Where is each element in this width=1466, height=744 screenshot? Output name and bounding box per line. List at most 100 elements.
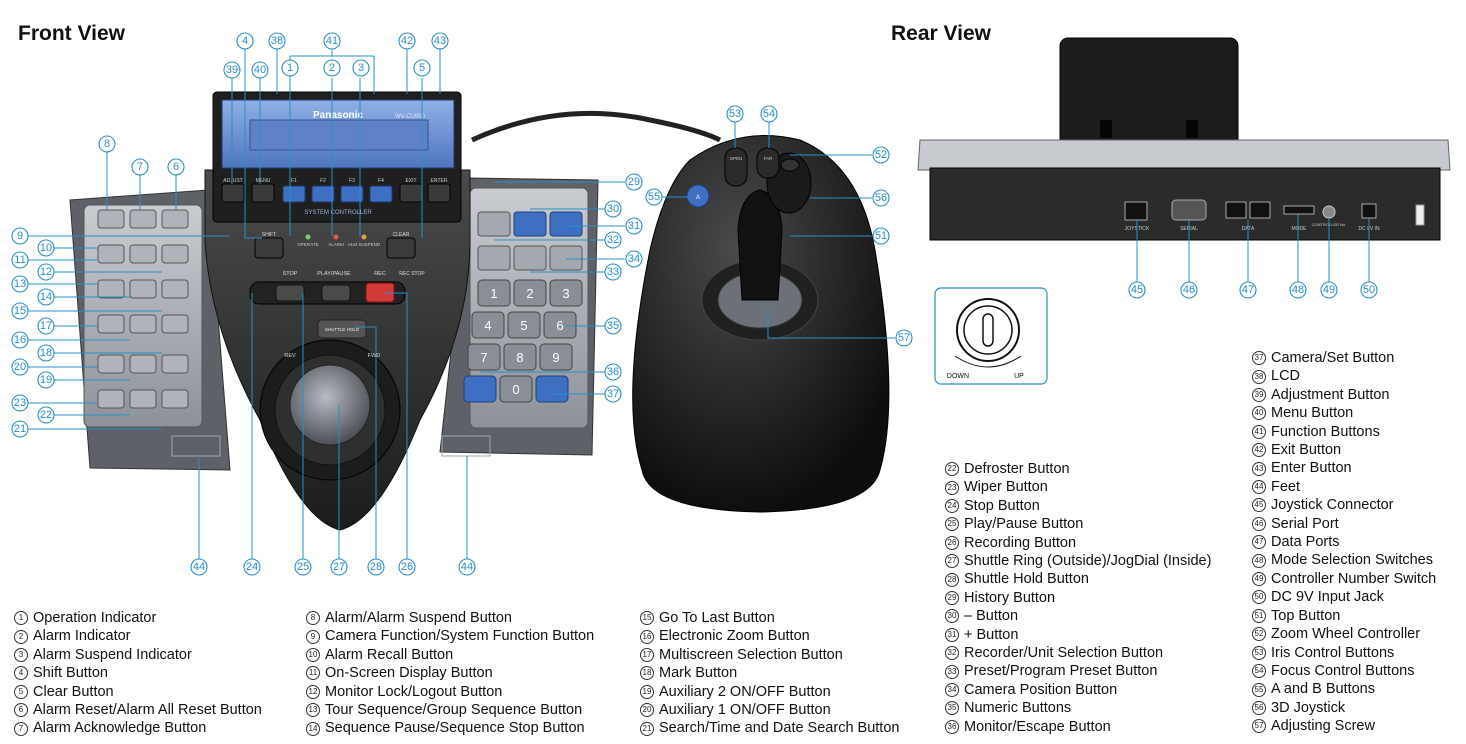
- key-6[interactable]: [543, 311, 577, 339]
- electronic-zoom-button[interactable]: [129, 314, 157, 334]
- history-left-button[interactable]: [161, 354, 189, 374]
- callout-34: 34: [625, 250, 643, 268]
- rear-controller: JOYSTICK SERIAL DATA MODE CONTROLLER No.…: [917, 37, 1451, 241]
- key-0[interactable]: [499, 375, 533, 403]
- legend-label: Monitor Lock/Logout Button: [325, 683, 503, 700]
- iris-buttons[interactable]: [724, 147, 748, 187]
- callout-circle: [872, 189, 890, 207]
- alarm-suspend-button[interactable]: [97, 209, 125, 229]
- tour-sequence-button[interactable]: [97, 279, 125, 299]
- alarm-label: ALARM: [328, 242, 344, 247]
- alarm-reset-button[interactable]: [161, 209, 189, 229]
- key-5[interactable]: [507, 311, 541, 339]
- f1-button[interactable]: [282, 185, 306, 203]
- osd-button[interactable]: [129, 244, 157, 264]
- mode-switches[interactable]: [1283, 205, 1315, 215]
- legend-number: 25: [945, 517, 959, 532]
- menu-button[interactable]: [251, 183, 275, 203]
- shuttle-hold-button[interactable]: [317, 319, 367, 339]
- jog-dial[interactable]: [289, 364, 371, 446]
- legend-number: 34: [945, 683, 959, 698]
- mark-button[interactable]: [161, 314, 189, 334]
- adjusting-screw[interactable]: [982, 313, 994, 347]
- multiscreen-button[interactable]: [97, 314, 125, 334]
- callout-number: 10: [40, 242, 52, 254]
- minus-button[interactable]: [513, 211, 547, 237]
- callout-47: 47: [1239, 281, 1257, 299]
- key-1[interactable]: [477, 279, 511, 307]
- joystick-connector[interactable]: [1124, 201, 1148, 221]
- legend-label: Adjusting Screw: [1271, 718, 1375, 735]
- a-button[interactable]: [686, 184, 710, 208]
- key-1-label: 1: [490, 286, 497, 301]
- key-4[interactable]: [471, 311, 505, 339]
- f3-button[interactable]: [340, 185, 364, 203]
- play-pause-button[interactable]: [321, 284, 351, 302]
- data-port-2[interactable]: [1249, 201, 1271, 219]
- controller-number-switch[interactable]: [1322, 205, 1336, 219]
- recorder-unit-button[interactable]: [477, 245, 511, 271]
- go-to-last-button[interactable]: [161, 279, 189, 299]
- callout-9: 9: [11, 227, 29, 245]
- legend-label: 3D Joystick: [1271, 699, 1346, 716]
- exit-button-label: EXIT: [405, 178, 416, 184]
- aux1-button[interactable]: [97, 354, 125, 374]
- monitor-lock-button[interactable]: [161, 244, 189, 264]
- legend-label: Serial Port: [1271, 515, 1339, 532]
- key-2[interactable]: [513, 279, 547, 307]
- stop-button[interactable]: [275, 284, 305, 302]
- camera-set-button[interactable]: [535, 375, 569, 403]
- legend-label: Camera/Set Button: [1271, 350, 1395, 366]
- callout-number: 41: [326, 35, 338, 47]
- legend-label: On-Screen Display Button: [325, 665, 493, 682]
- adjust-button[interactable]: [221, 183, 245, 203]
- serial-port[interactable]: [1171, 199, 1207, 221]
- wiper-button[interactable]: [97, 389, 125, 409]
- clear-button[interactable]: [386, 237, 416, 259]
- callout-number: 18: [40, 347, 52, 359]
- preset-button[interactable]: [513, 245, 547, 271]
- callout-circle: [223, 61, 241, 79]
- history-button[interactable]: [477, 211, 511, 237]
- search-button[interactable]: [161, 389, 189, 409]
- 3d-joystick-stick[interactable]: [737, 189, 783, 301]
- key-9[interactable]: [539, 343, 573, 371]
- camera-position-button[interactable]: [549, 245, 583, 271]
- alarm-recall-button[interactable]: [97, 244, 125, 264]
- callout-circle: [625, 173, 643, 191]
- defroster-button[interactable]: [129, 389, 157, 409]
- f2-button[interactable]: [311, 185, 335, 203]
- top-button[interactable]: [780, 158, 800, 172]
- callout-circle: [37, 344, 55, 362]
- focus-buttons[interactable]: [756, 147, 780, 179]
- callout-46: 46: [1180, 281, 1198, 299]
- monitor-escape-button[interactable]: [463, 375, 497, 403]
- sequence-pause-button[interactable]: [129, 279, 157, 299]
- callout-circle: [1128, 281, 1146, 299]
- plus-button[interactable]: [549, 211, 583, 237]
- adjust-button-label: ADJUST: [223, 178, 242, 184]
- key-3[interactable]: [549, 279, 583, 307]
- key-7[interactable]: [467, 343, 501, 371]
- exit-button[interactable]: [399, 183, 423, 203]
- legend-label: Go To Last Button: [659, 610, 775, 626]
- callout-number: 22: [40, 409, 52, 421]
- legend-number: 37: [1252, 351, 1266, 366]
- shift-button[interactable]: [254, 237, 284, 259]
- data-port-1[interactable]: [1225, 201, 1247, 219]
- aux2-button[interactable]: [129, 354, 157, 374]
- enter-button[interactable]: [427, 183, 451, 203]
- f4-button[interactable]: [369, 185, 393, 203]
- dc-input-jack[interactable]: [1361, 203, 1377, 219]
- legend-number: 24: [945, 499, 959, 514]
- legend-number: 47: [1252, 535, 1266, 550]
- key-8[interactable]: [503, 343, 537, 371]
- legend-number: 48: [1252, 553, 1266, 568]
- callout-circle: [236, 32, 254, 50]
- alarm-acknowledge-button[interactable]: [129, 209, 157, 229]
- callout-number: 28: [370, 561, 382, 573]
